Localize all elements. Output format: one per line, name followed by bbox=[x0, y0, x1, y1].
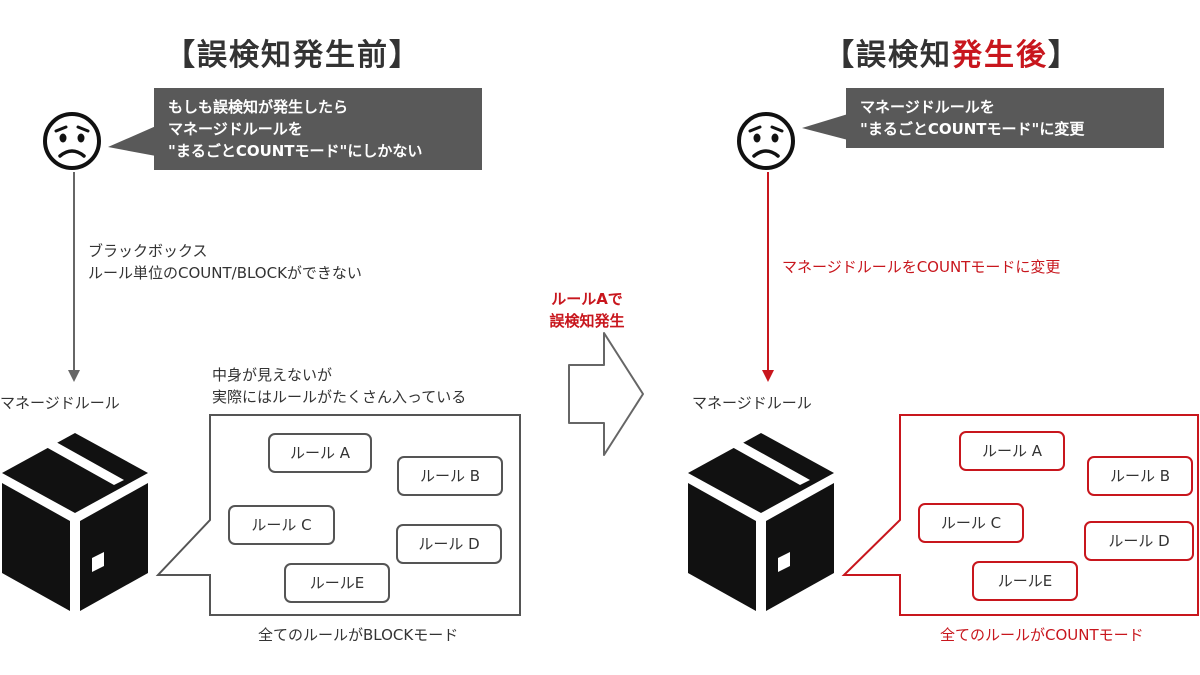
box-icon bbox=[688, 433, 834, 611]
rule-b: ルール B bbox=[397, 456, 503, 496]
right-title-start: 【誤検知 bbox=[824, 38, 952, 73]
left-title: 【誤検知発生前】 bbox=[165, 38, 421, 73]
down-arrow bbox=[762, 172, 774, 382]
right-title-highlight: 発生後 bbox=[952, 38, 1048, 73]
rule-e: ルールE bbox=[284, 563, 390, 603]
right-arrow-icon bbox=[568, 332, 644, 456]
rule-c: ルール C bbox=[918, 503, 1024, 543]
bubble-tail bbox=[108, 126, 156, 156]
speech-bubble: マネージドルールを "まるごとCOUNTモード"に変更 bbox=[846, 88, 1164, 148]
down-arrow bbox=[68, 172, 80, 382]
right-title-end: 】 bbox=[1048, 38, 1080, 73]
rule-d: ルール D bbox=[396, 524, 502, 564]
rule-d: ルール D bbox=[1084, 521, 1194, 561]
trigger-label: ルールAで 誤検知発生 bbox=[549, 290, 625, 330]
worried-face-icon bbox=[737, 112, 795, 170]
rule-a: ルール A bbox=[268, 433, 372, 473]
caption: 全てのルールがBLOCKモード bbox=[258, 626, 459, 644]
box-icon bbox=[2, 433, 148, 611]
arrow-label: ブラックボックス ルール単位のCOUNT/BLOCKができない bbox=[88, 242, 362, 282]
worried-face-icon bbox=[43, 112, 101, 170]
rule-a: ルール A bbox=[959, 431, 1065, 471]
right-title: 【誤検知発生後】 bbox=[824, 30, 1080, 74]
managed-rule-label: マネージドルール bbox=[0, 394, 120, 412]
caption: 全てのルールがCOUNTモード bbox=[940, 626, 1144, 644]
speech-bubble: もしも誤検知が発生したら マネージドルールを "まるごとCOUNTモード"にしか… bbox=[154, 88, 482, 170]
bubble-tail bbox=[802, 114, 848, 140]
rule-e: ルールE bbox=[972, 561, 1078, 601]
arrow-label: マネージドルールをCOUNTモードに変更 bbox=[782, 258, 1061, 276]
managed-rule-label: マネージドルール bbox=[692, 394, 812, 412]
rule-b: ルール B bbox=[1087, 456, 1193, 496]
box-note: 中身が見えないが 実際にはルールがたくさん入っている bbox=[212, 366, 467, 406]
rule-c: ルール C bbox=[228, 505, 335, 545]
